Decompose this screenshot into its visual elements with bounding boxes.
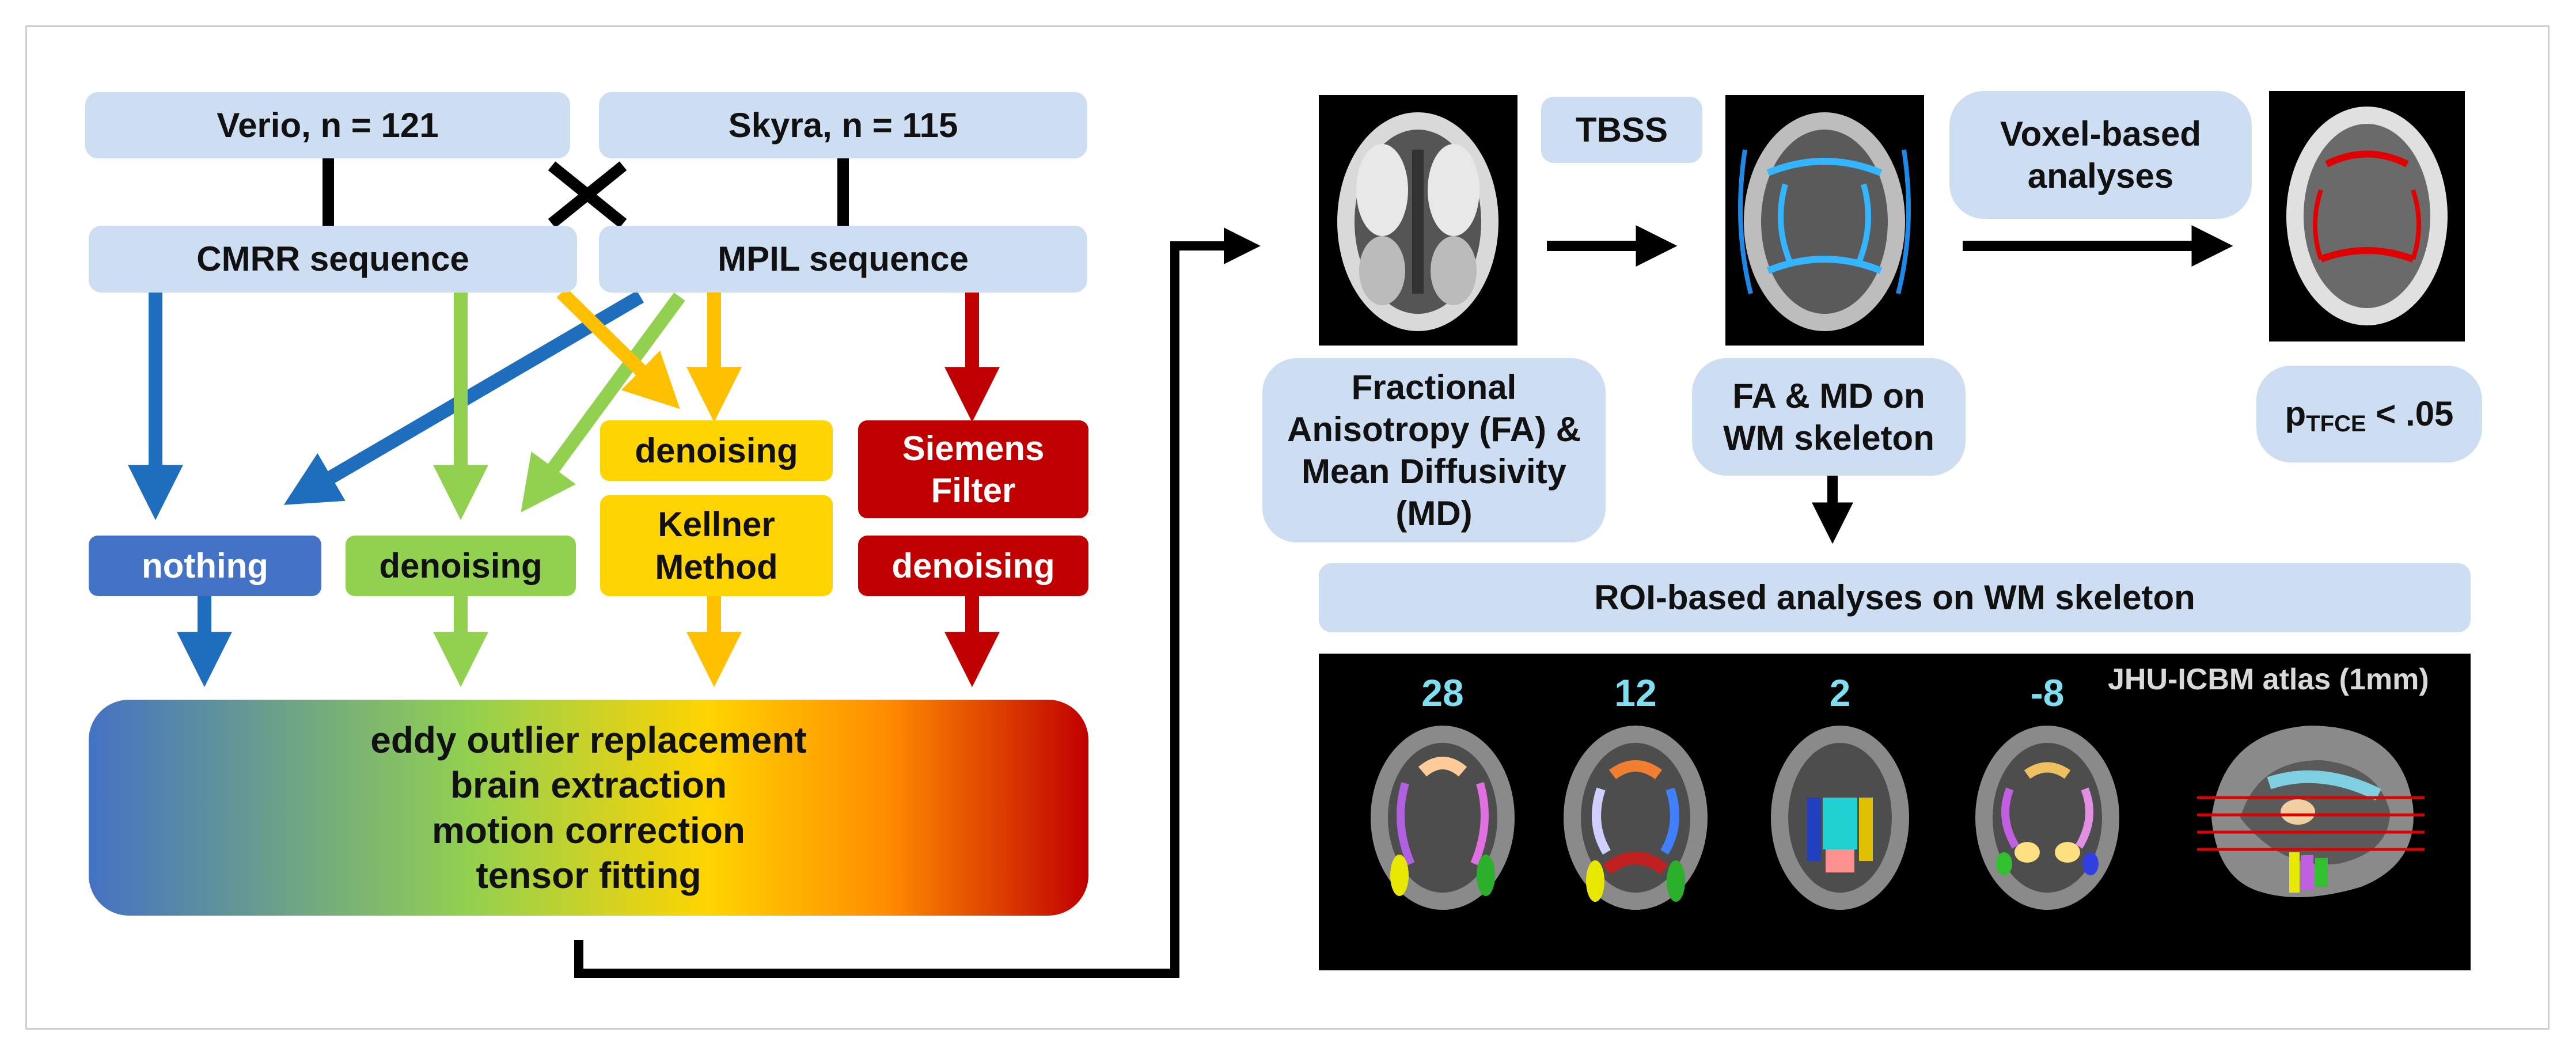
atlas-sagittal-slice	[2211, 726, 2414, 897]
fa-md-box: Fractional Anisotropy (FA) & Mean Diffus…	[1262, 358, 1606, 542]
method-denoising-yellow-box: denoising	[600, 420, 833, 481]
atlas-slice-label: 2	[1829, 671, 1851, 714]
pipeline-step: eddy outlier replacement	[370, 719, 807, 761]
analysis-arrows	[1547, 225, 2233, 544]
tbss-box: TBSS	[1541, 97, 1702, 163]
method-nothing-box: nothing	[89, 536, 321, 596]
wm-skeleton-box: FA & MD on WM skeleton	[1692, 358, 1966, 476]
pipeline-step: motion correction	[431, 809, 746, 851]
atlas-slice-label: 28	[1421, 671, 1464, 714]
method-siemens-filter-box: Siemens Filter	[858, 420, 1088, 518]
skyra-scanner-box: Skyra, n = 115	[599, 92, 1087, 158]
cmrr-sequence-box: CMRR sequence	[89, 226, 577, 293]
atlas-slice-label: 12	[1614, 671, 1657, 714]
p-value-subscript: TFCE	[2306, 411, 2366, 437]
pipeline-to-analysis-arrow	[574, 227, 1261, 978]
tfce-brain-image	[2269, 91, 2465, 341]
method-denoising-red-box: denoising	[858, 536, 1088, 596]
atlas-slice-2	[1771, 726, 1909, 910]
roi-analyses-box: ROI-based analyses on WM skeleton	[1319, 563, 2471, 632]
pipeline-step: tensor fitting	[476, 854, 701, 896]
method-kellner-box: Kellner Method	[600, 495, 833, 596]
skeleton-brain-image	[1725, 95, 1924, 346]
atlas-slice-minus8	[1975, 726, 2119, 910]
mpil-sequence-box: MPIL sequence	[599, 226, 1087, 293]
atlas-slice-label: -8	[2030, 671, 2065, 714]
scanner-sequence-connectors	[323, 158, 849, 228]
p-value-main: p	[2285, 394, 2306, 434]
sequence-method-arrows	[128, 287, 1000, 521]
method-denoising-green-box: denoising	[346, 536, 576, 596]
method-pipeline-arrows	[177, 596, 1000, 688]
verio-scanner-box: Verio, n = 121	[85, 92, 570, 158]
atlas-slice-lines	[2197, 796, 2425, 851]
atlas-slice-12	[1564, 726, 1708, 910]
atlas-title: JHU-ICBM atlas (1mm)	[2108, 663, 2429, 696]
atlas-image	[1319, 654, 2471, 970]
voxel-analyses-box: Voxel-based analyses	[1949, 91, 2252, 219]
fa-brain-image	[1319, 95, 1517, 346]
figure-frame	[25, 25, 2550, 1030]
preprocessing-pipeline-box: eddy outlier replacement brain extractio…	[89, 700, 1088, 916]
pipeline-step: brain extraction	[450, 764, 727, 806]
atlas-slice-28	[1371, 726, 1515, 910]
p-value-threshold: < .05	[2366, 394, 2454, 434]
